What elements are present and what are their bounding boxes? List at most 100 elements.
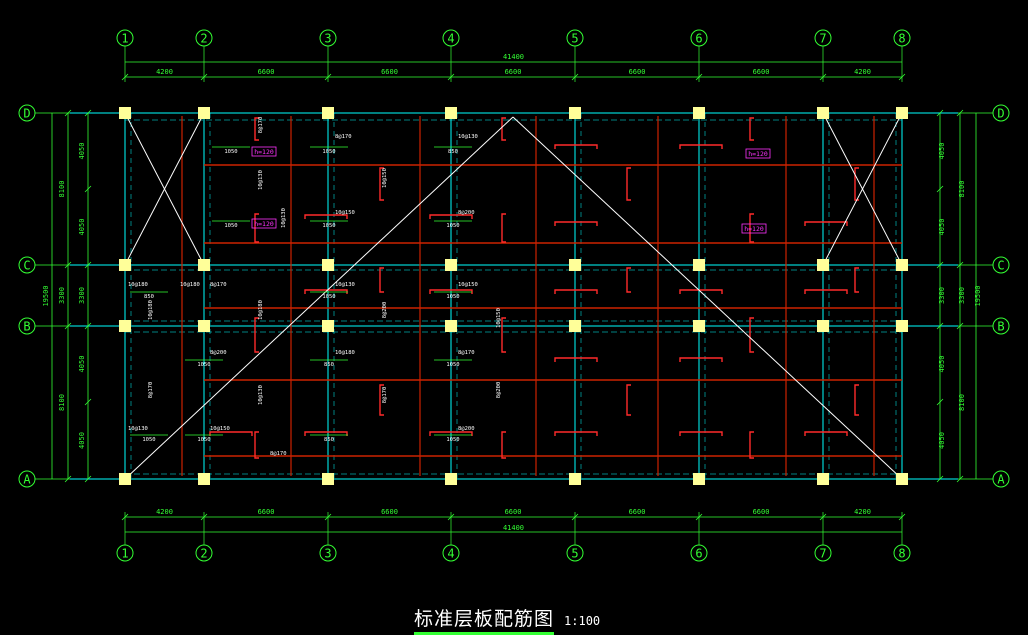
dimension-label: 6600: [629, 68, 646, 76]
rebar-bracket: [749, 317, 754, 353]
dimension-label: 8100: [958, 394, 966, 411]
dimension-total-label: 41400: [503, 53, 524, 61]
rebar-bracket: [254, 117, 259, 141]
dimension-label: 3300: [78, 287, 86, 304]
rebar-dim-label: 1050: [224, 149, 237, 155]
rebar-callout-vertical: 10@150: [496, 308, 502, 328]
rebar-callout: 10@130: [335, 282, 355, 288]
drawing-scale: 1:100: [564, 614, 601, 628]
dimension-label: 4200: [854, 68, 871, 76]
rebar-dim-label: 1050: [197, 437, 210, 443]
dimension-tick: [121, 73, 129, 81]
rebar-callout: 10@180: [128, 282, 148, 288]
column: [569, 107, 581, 119]
dimension-tick: [84, 261, 92, 269]
dimension-label: 6600: [753, 508, 770, 516]
rebar-bracket: [209, 431, 253, 436]
axis-bubble-right-A-label: A: [997, 473, 1005, 487]
rebar-callout: 8@200: [458, 210, 475, 216]
rebar-dim-label: 1050: [322, 294, 335, 300]
dimension-label: 8100: [58, 394, 66, 411]
dimension-tick: [324, 73, 332, 81]
axis-bubble-right-B-label: B: [997, 320, 1004, 334]
column: [322, 107, 334, 119]
rebar-bracket: [854, 167, 859, 201]
dimension-label: 3300: [958, 287, 966, 304]
column: [817, 107, 829, 119]
dimension-label: 6600: [381, 68, 398, 76]
rebar-callout: 8@200: [210, 350, 227, 356]
dimension-tick: [121, 513, 129, 521]
dimension-tick: [936, 109, 944, 117]
column: [198, 320, 210, 332]
column: [198, 107, 210, 119]
dimension-tick: [898, 513, 906, 521]
rebar-bracket: [501, 431, 506, 459]
rebar-dim-label: 1050: [446, 223, 459, 229]
diagonal-line: [512, 116, 903, 480]
axis-bubble-left-A-label: A: [23, 473, 31, 487]
rebar-callout: 8@200: [458, 426, 475, 432]
rebar-dim-label: 850: [448, 149, 458, 155]
dimension-tick: [819, 513, 827, 521]
dimension-tick: [571, 513, 579, 521]
diagonal-line: [124, 112, 205, 266]
column: [569, 320, 581, 332]
rebar-bracket: [429, 431, 473, 436]
dimension-label: 4200: [156, 508, 173, 516]
rebar-bracket: [679, 144, 723, 149]
rebar-callout: 8@170: [270, 451, 287, 457]
rebar-dim-label: 850: [324, 362, 334, 368]
diagonal-lines: [124, 112, 903, 480]
rebar-bracket: [854, 267, 859, 293]
dimension-tick: [819, 73, 827, 81]
axis-bubble-top-6-label: 6: [695, 32, 702, 46]
rebar-callout: 10@150: [335, 210, 355, 216]
axis-bubble-top-7-label: 7: [819, 32, 826, 46]
slab-thickness-tag: h=120: [254, 220, 274, 228]
rebar-bracket: [626, 384, 631, 416]
column: [119, 473, 131, 485]
column: [322, 320, 334, 332]
rebar-bracket: [554, 357, 598, 362]
rebar-bracket: [804, 431, 848, 436]
rebar-callout: 10@130: [458, 134, 478, 140]
slab-tag-box: [745, 148, 771, 159]
dimension-label: 4050: [938, 356, 946, 373]
dimension-label: 6600: [505, 508, 522, 516]
column: [198, 473, 210, 485]
rebar-bracket: [679, 431, 723, 436]
axis-bubble-bottom-6-label: 6: [695, 547, 702, 561]
column: [693, 259, 705, 271]
column: [896, 259, 908, 271]
column: [119, 259, 131, 271]
dimension-tick: [200, 73, 208, 81]
rebar-dim-label: 850: [324, 437, 334, 443]
slab-tag-box: [251, 218, 277, 229]
rebar-bracket: [254, 431, 259, 459]
axis-bubble-top-3-label: 3: [324, 32, 331, 46]
slab-thickness-tag: h=120: [744, 225, 764, 233]
rebar-callout-vertical: 8@170: [258, 117, 264, 134]
diagonal-line: [822, 112, 903, 266]
rebar-callout: 8@170: [335, 134, 352, 140]
dimension-total-label: 19500: [974, 285, 982, 306]
column: [896, 320, 908, 332]
axis-bubble-left-D-label: D: [23, 107, 30, 121]
column: [896, 473, 908, 485]
rebar-dim-label: 1050: [446, 294, 459, 300]
rebar-callout-vertical: 10@150: [382, 168, 388, 188]
axis-bubble-top-2-label: 2: [200, 32, 207, 46]
dimension-label: 3300: [938, 287, 946, 304]
axis-bubble-left-C-label: C: [23, 259, 30, 273]
axis-bubble-bottom-4-label: 4: [447, 547, 454, 561]
axis-bubble-left-B-label: B: [23, 320, 30, 334]
rebar-callout: 8@170: [210, 282, 227, 288]
dimension-label: 6600: [505, 68, 522, 76]
dimension-label: 6600: [629, 508, 646, 516]
rebar-bracket: [501, 213, 506, 243]
rebar-callout-vertical: 8@200: [496, 382, 502, 399]
rebar-bracket: [501, 117, 506, 141]
